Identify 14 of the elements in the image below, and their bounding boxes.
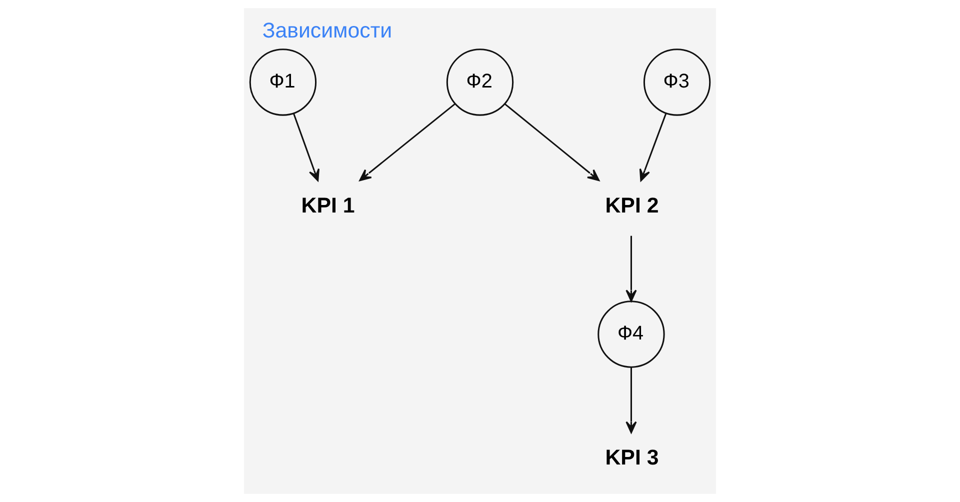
arrow: [504, 103, 600, 182]
node-circle: Ф4: [598, 300, 665, 368]
node-text: KPI 3: [605, 445, 659, 470]
node-circle: Ф3: [643, 48, 711, 116]
node-circle: Ф2: [446, 48, 514, 116]
node-text: KPI 2: [605, 193, 659, 218]
arrow: [639, 113, 667, 182]
arrow: [626, 367, 637, 434]
arrow: [359, 103, 456, 182]
node-text: KPI 1: [301, 193, 355, 218]
node-circle: Ф1: [249, 48, 317, 116]
diagram-title: Зависимости: [262, 18, 392, 42]
arrow: [626, 236, 637, 302]
arrow: [292, 113, 320, 182]
